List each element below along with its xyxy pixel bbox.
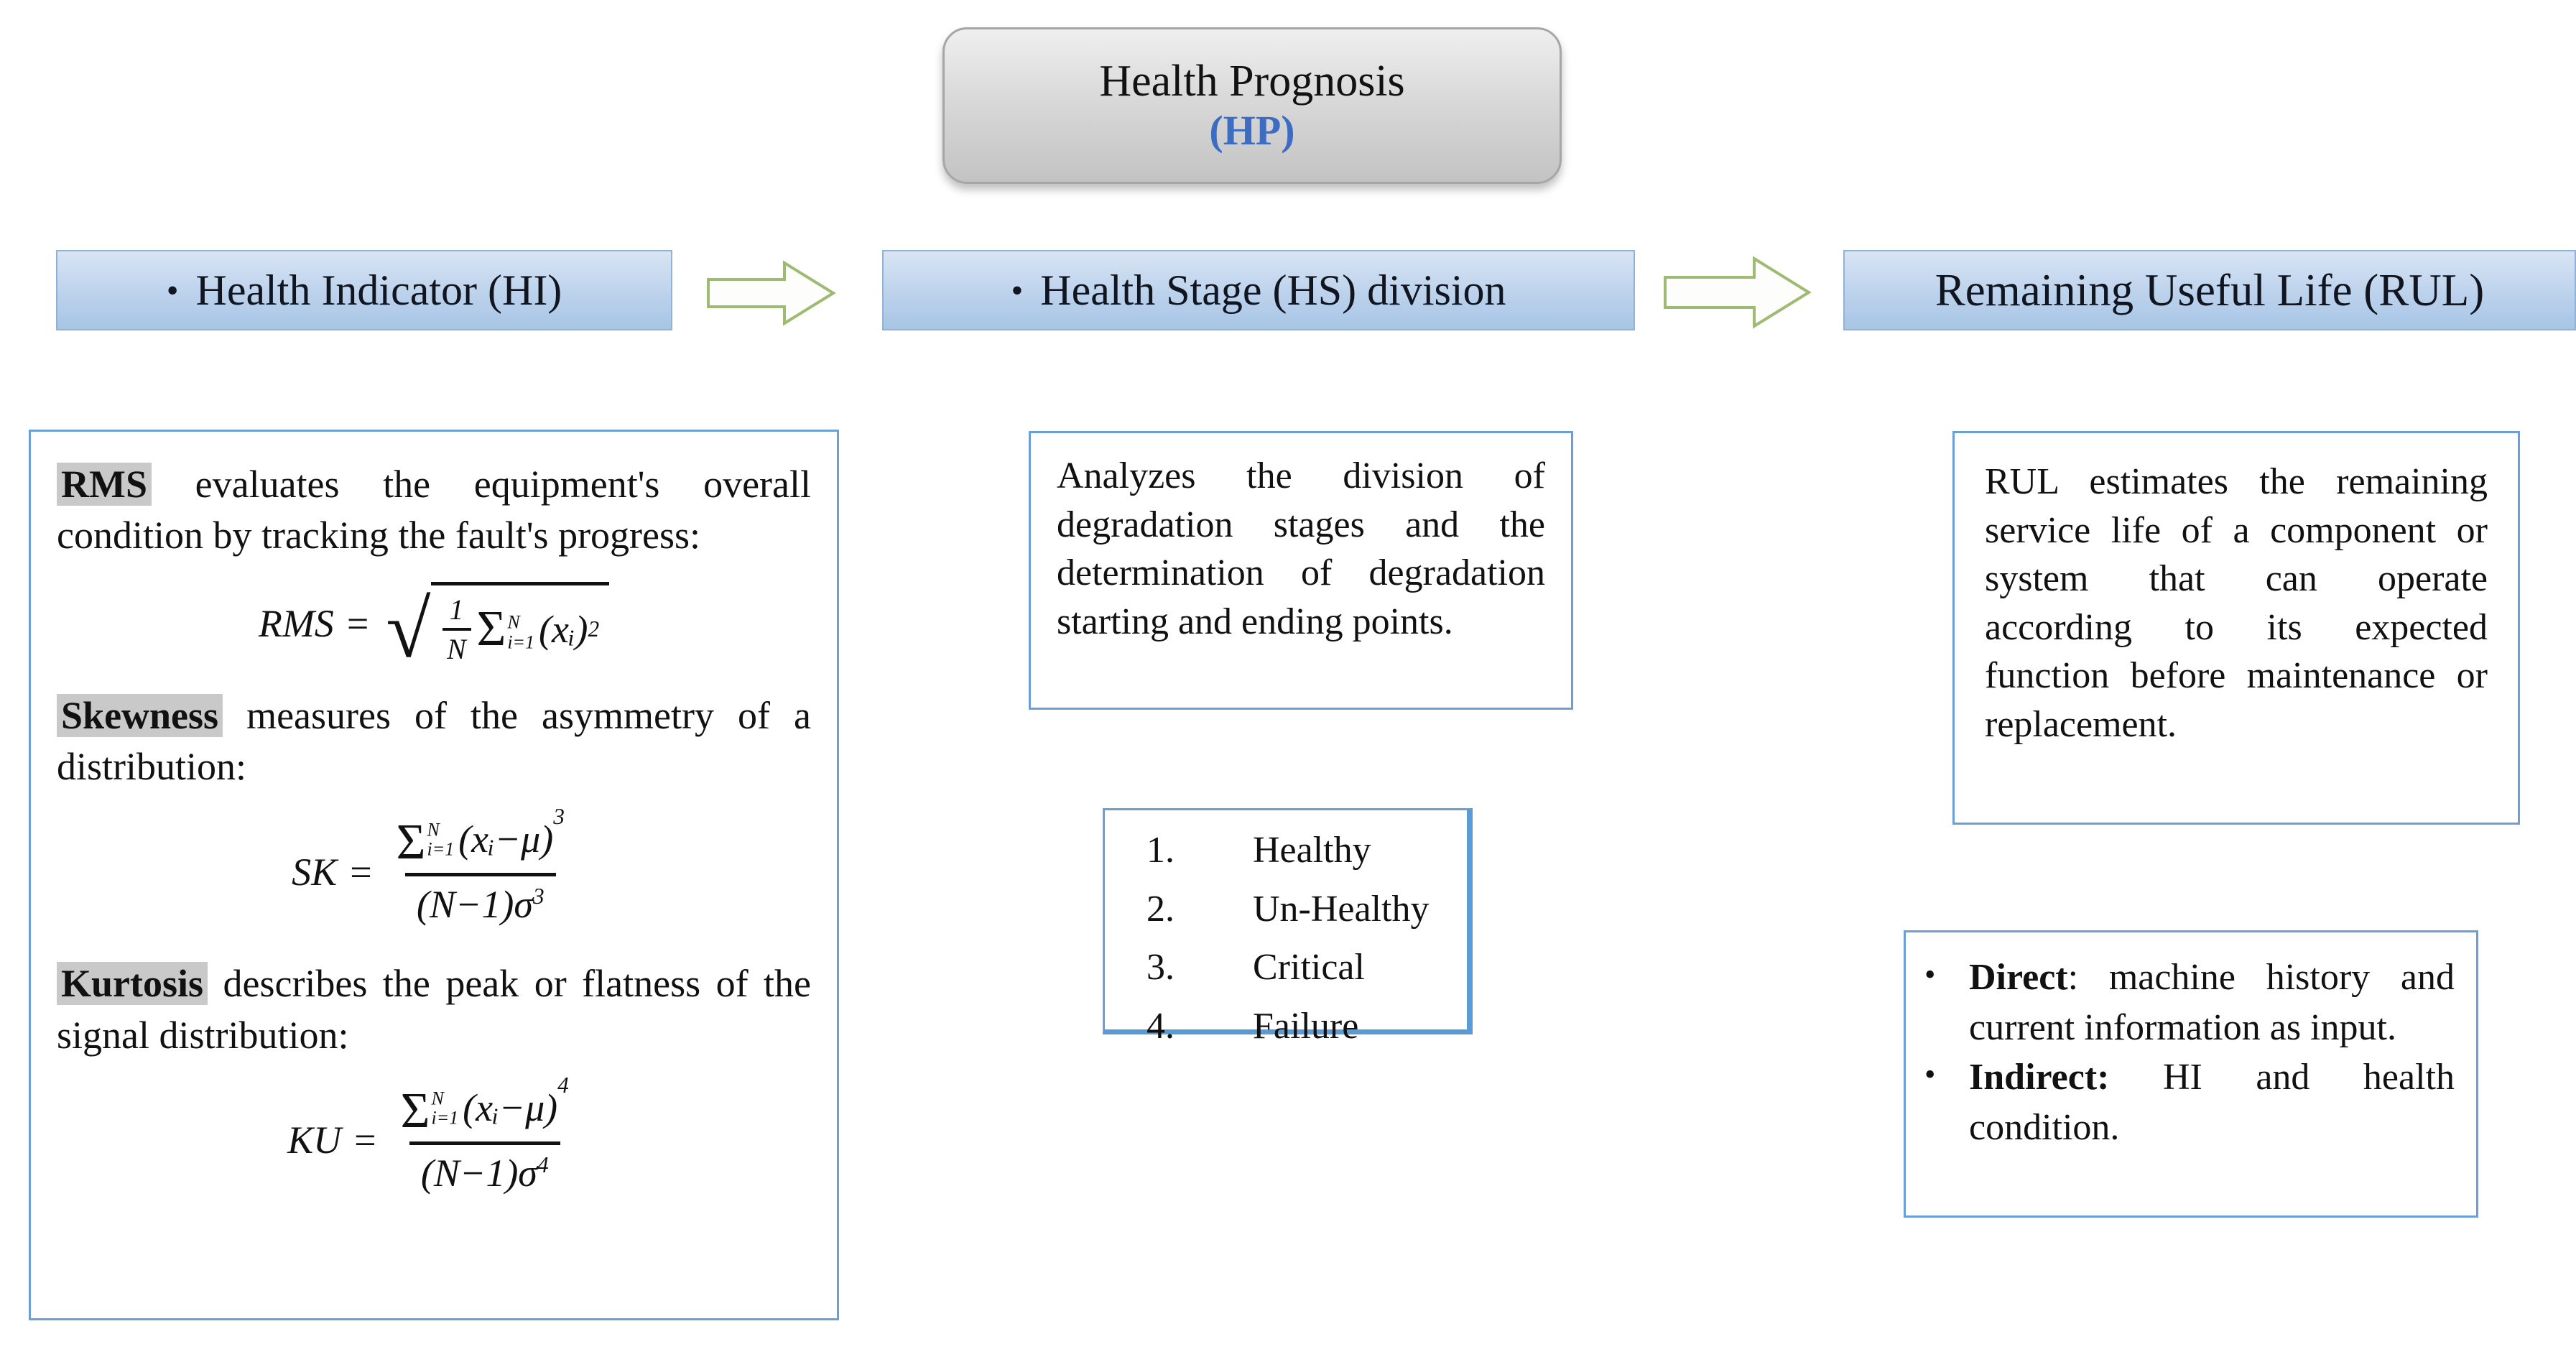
sum-limits: N i=1 [431,1088,459,1129]
square-root: √ 1 N Σ N i=1 (xᵢ)2 [386,581,610,675]
formula-body: (xᵢ) [539,607,588,651]
list-number: 3. [1146,947,1175,988]
rul-description: RUL estimates the remaining service life… [1985,461,2488,745]
step-label: Remaining Useful Life (RUL) [1935,264,2485,315]
skewness-paragraph: Skewness measures of the asymmetry of a … [57,690,811,793]
step-remaining-useful-life: Remaining Useful Life (RUL) [1843,250,2576,330]
formula-lhs: RMS [258,602,334,646]
health-prognosis-box: Health Prognosis (HP) [942,27,1562,184]
sum-limits: N i=1 [507,611,534,653]
sum-symbol: Σ [396,814,426,871]
rms-term: RMS [57,463,152,506]
health-stage-list-box: 1. Healthy 2. Un-Healthy 3. Critical 4. … [1103,808,1473,1047]
indirect-term: Indirect: [1969,1057,2110,1098]
list-item: • Indirect: HI and health condition. [1924,1052,2455,1152]
rms-text: evaluates the equipment's overall condit… [57,463,811,557]
direct-term: Direct [1969,957,2068,998]
equals-sign: = [346,602,369,646]
right-arrow-icon [1664,256,1812,329]
bullet-text: Indirect: HI and health condition. [1969,1057,2455,1149]
list-item: 2. Un-Healthy [1146,885,1467,934]
list-number: 2. [1146,888,1175,930]
sk-formula: SK = Σ N i=1 (xᵢ−μ)3 (N−1)σ3 [57,804,811,927]
health-stage-description: Analyzes the division of degradation sta… [1057,455,1545,642]
exponent: 4 [537,1152,549,1177]
bullet-icon: • [1011,271,1024,310]
kurtosis-term: Kurtosis [57,962,208,1006]
formula-body: (xᵢ−μ) [463,1085,558,1129]
numerator: Σ N i=1 (xᵢ−μ)4 [400,1072,569,1139]
fraction-one-over-n: 1 N [442,593,471,666]
denominator: (N−1)σ4 [409,1141,560,1195]
formula-lhs: SK [292,850,338,894]
health-indicator-panel: RMS evaluates the equipment's overall co… [29,430,839,1320]
list-item: 1. Healthy [1146,826,1467,875]
bullet-icon: • [1924,957,1936,992]
kurtosis-paragraph: Kurtosis describes the peak or flatness … [57,958,811,1061]
radical-icon: √ [386,583,431,675]
numerator: Σ N i=1 (xᵢ−μ)3 [396,804,565,871]
equals-sign: = [354,1119,376,1162]
list-item: 4. Failure [1146,1002,1467,1051]
bullet-icon: • [1924,1057,1936,1093]
rul-description-box: RUL estimates the remaining service life… [1952,431,2520,825]
bullet-text: Direct: machine history and current info… [1969,957,2455,1048]
list-number: 1. [1146,830,1175,871]
stage-label: Healthy [1253,830,1371,871]
list-item: • Direct: machine history and current in… [1924,953,2455,1052]
skewness-text: measures of the asymmetry of a distribut… [57,693,811,788]
list-item: 3. Critical [1146,943,1467,992]
step-health-stage: • Health Stage (HS) division [882,250,1635,330]
radicand: 1 N Σ N i=1 (xᵢ)2 [430,581,610,666]
top-box-title: Health Prognosis [1099,57,1405,106]
formula-body: (xᵢ−μ) [458,818,554,861]
rms-paragraph: RMS evaluates the equipment's overall co… [57,459,811,562]
rul-methods-box: • Direct: machine history and current in… [1904,930,2478,1218]
rms-formula: RMS = √ 1 N Σ N i=1 (xᵢ)2 [57,581,811,675]
step-label: Health Stage (HS) division [1040,266,1506,314]
stage-label: Un-Healthy [1253,888,1430,930]
exponent: 3 [532,884,545,909]
bullet-icon: • [166,271,179,310]
equals-sign: = [350,850,372,894]
fraction: Σ N i=1 (xᵢ−μ)3 (N−1)σ3 [385,804,576,927]
denominator: (N−1)σ3 [404,873,556,927]
health-stage-description-box: Analyzes the division of degradation sta… [1029,431,1573,710]
stage-label: Failure [1253,1005,1359,1047]
fraction: Σ N i=1 (xᵢ−μ)4 (N−1)σ4 [389,1072,580,1195]
kurtosis-text: describes the peak or flatness of the si… [57,962,811,1057]
step-health-indicator: • Health Indicator (HI) [56,250,672,330]
right-arrow-icon [707,260,836,326]
sum-limits: N i=1 [427,819,455,860]
list-number: 4. [1146,1005,1175,1047]
sum-symbol: Σ [400,1082,430,1139]
step-label: Health Indicator (HI) [195,266,562,314]
skewness-term: Skewness [57,693,223,737]
formula-lhs: KU [287,1119,342,1162]
stage-label: Critical [1253,947,1365,988]
sum-symbol: Σ [476,601,506,657]
ku-formula: KU = Σ N i=1 (xᵢ−μ)4 (N−1)σ4 [57,1072,811,1195]
top-box-subtitle: (HP) [1209,107,1295,154]
